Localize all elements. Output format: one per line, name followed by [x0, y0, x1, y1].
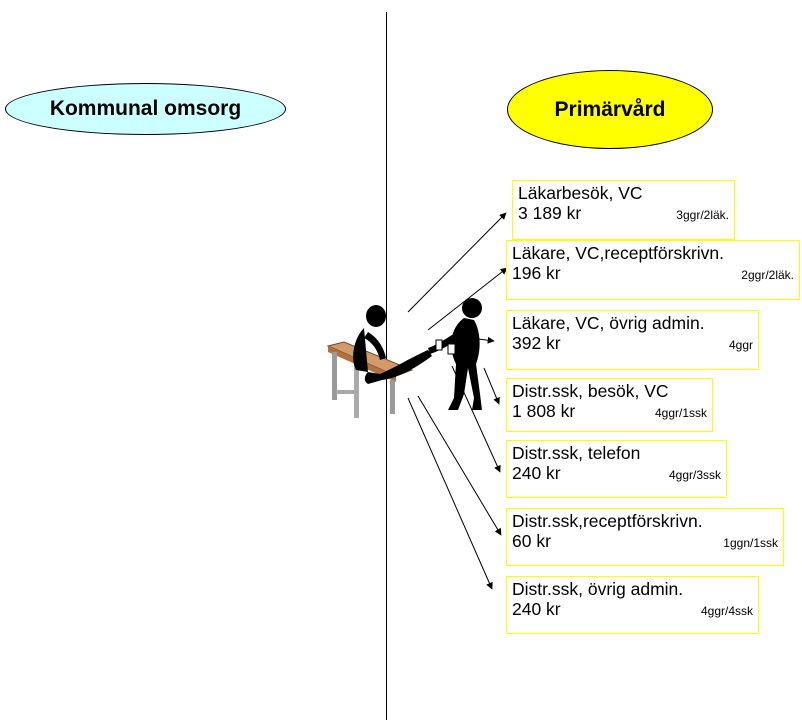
box-frequency: 2ggr/2läk. — [741, 268, 794, 282]
box-cost: 240 kr — [512, 599, 561, 619]
arrow-2 — [427, 267, 508, 331]
arrow-6 — [417, 395, 502, 536]
box-title: Läkare, VC, övrig admin. — [512, 313, 705, 333]
box-frequency: 4ggr/3ssk — [668, 468, 721, 482]
box-title: Distr.ssk, övrig admin. — [512, 579, 684, 599]
box-frequency: 3ggr/2läk. — [676, 208, 729, 222]
arrow-1 — [407, 212, 507, 313]
box-cost: 1 808 kr — [512, 401, 576, 421]
box-distrssk-receptforskrivning: Distr.ssk,receptförskrivn. 60 kr 1ggn/1s… — [506, 508, 784, 566]
box-distrssk-ovrig-admin: Distr.ssk, övrig admin. 240 kr 4ggr/4ssk — [506, 576, 759, 634]
box-title: Distr.ssk,receptförskrivn. — [512, 511, 703, 531]
box-title: Läkarbesök, VC — [518, 183, 643, 203]
box-cost: 3 189 kr — [518, 203, 582, 223]
box-frequency: 4ggr/4ssk — [700, 604, 753, 618]
box-cost: 60 kr — [512, 531, 551, 551]
box-title: Distr.ssk, besök, VC — [512, 381, 669, 401]
two-people-silhouette-icon — [326, 298, 482, 418]
box-lakarbesok: Läkarbesök, VC 3 189 kr 3ggr/2läk. — [512, 180, 735, 240]
arrow-7 — [407, 397, 493, 590]
box-lakare-ovrig-admin: Läkare, VC, övrig admin. 392 kr 4ggr — [506, 310, 759, 370]
box-frequency: 1ggn/1ssk — [723, 536, 778, 550]
box-lakare-receptforskrivning: Läkare, VC,receptförskrivn. 196 kr 2ggr/… — [506, 240, 800, 300]
box-cost: 240 kr — [512, 463, 561, 483]
box-frequency: 4ggr/1ssk — [654, 406, 707, 420]
box-cost: 196 kr — [512, 263, 561, 283]
box-frequency: 4ggr — [728, 338, 753, 352]
primarvard-ellipse: Primärvård — [507, 70, 713, 149]
primarvard-label: Primärvård — [554, 97, 666, 121]
box-title: Distr.ssk, telefon — [512, 443, 641, 463]
box-distrssk-telefon: Distr.ssk, telefon 240 kr 4ggr/3ssk — [506, 440, 727, 498]
kommunal-omsorg-ellipse: Kommunal omsorg — [5, 83, 286, 135]
box-cost: 392 kr — [512, 333, 561, 353]
kommunal-omsorg-label: Kommunal omsorg — [49, 97, 242, 120]
arrow-4 — [483, 367, 500, 405]
box-distrssk-besok: Distr.ssk, besök, VC 1 808 kr 4ggr/1ssk — [506, 378, 713, 432]
box-title: Läkare, VC,receptförskrivn. — [512, 243, 725, 263]
